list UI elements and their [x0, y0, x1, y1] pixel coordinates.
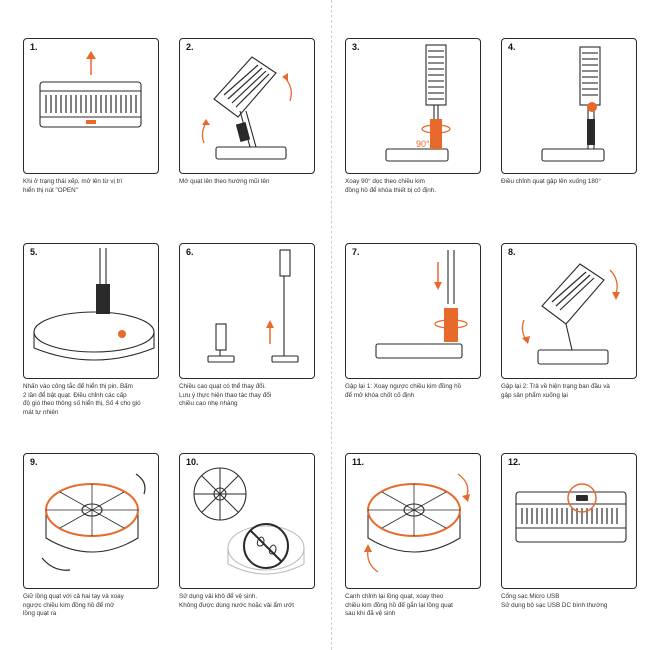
step-1: 1.	[23, 38, 161, 195]
fold-down-drawing	[521, 263, 620, 365]
angle-label: 90°	[416, 139, 430, 149]
step-7-caption: Gập lại 1: Xoay ngược chiều kim đồng hồ …	[345, 383, 462, 399]
step-11-illustration: 11.	[345, 453, 481, 589]
tilt-fan-drawing	[541, 46, 605, 162]
arrow-up-icon	[86, 51, 96, 75]
arrow-up-icon	[266, 320, 274, 344]
rotate-arrow-icon	[41, 473, 146, 571]
step-6: 6. Chiều cao quạt có thể thay đổi. Lưu ý…	[179, 243, 317, 409]
step-11-caption: Canh chỉnh lại lồng quạt, xoay theo chiề…	[345, 593, 453, 617]
rotate-arrow-icon	[421, 124, 451, 134]
step-9: 9. Giữ lồng quạt với cả hai tay và xoay …	[23, 453, 161, 619]
step-10-caption: Sử dụng vải khô để vệ sinh. Không được d…	[179, 593, 294, 609]
step-6-illustration: 6.	[179, 243, 315, 379]
reattach-cage-drawing	[364, 473, 470, 573]
power-switch-marker	[118, 330, 126, 338]
step-3-illustration: 3. 90°	[345, 38, 481, 174]
step-5-illustration: 5.	[23, 243, 159, 379]
rotate-arrow-icon	[434, 319, 468, 329]
step-2-caption: Mở quạt lên theo hướng mũi tên	[179, 178, 270, 185]
charging-port-icon	[567, 483, 597, 513]
step-3: 3. 90° Xoay 90° dọc theo chiều kim đồng …	[345, 38, 483, 195]
step-1-illustration: 1.	[23, 38, 159, 174]
no-water-icon	[243, 523, 289, 569]
step-5: 5. Nhấn vào công tắc để hiển thị pin. Bấ…	[23, 243, 161, 417]
step-9-caption: Giữ lồng quạt với cả hai tay và xoay ngư…	[23, 593, 124, 617]
usb-port-drawing	[515, 483, 627, 543]
unlock-drawing	[375, 250, 468, 359]
step-4-caption: Điều chỉnh quạt gập lên xuống 180°	[501, 178, 601, 185]
step-2-illustration: 2.	[179, 38, 315, 174]
cleaning-drawing	[193, 467, 305, 575]
open-cage-drawing	[41, 473, 146, 571]
step-12-caption: Cổng sạc Micro USB Sử dụng bộ sạc USB DC…	[501, 593, 608, 609]
unfolding-fan-drawing	[201, 56, 292, 160]
open-button-marker	[86, 120, 96, 124]
step-2: 2. Mở quạt lên theo hướng mũi tên	[179, 38, 317, 187]
step-5-caption: Nhấn vào công tắc để hiển thị pin. Bấm 2…	[23, 383, 141, 416]
step-3-caption: Xoay 90° dọc theo chiều kim đồng hồ để k…	[345, 178, 437, 194]
step-11: 11. Canh chỉnh lại lồng quạt, xoay theo …	[345, 453, 483, 619]
step-7: 7. Gập lại 1: Xoay ngược chiều kim đồng …	[345, 243, 483, 400]
height-adjust-drawing	[207, 249, 299, 363]
step-8-illustration: 8.	[501, 243, 637, 379]
step-4: 4. Điều chỉnh quạt gập lên xuống 180°	[501, 38, 639, 187]
step-number: 1.	[30, 42, 38, 52]
step-8-caption: Gập lại 2: Trả về hiện trạng ban đầu và …	[501, 383, 610, 399]
step-12-illustration: 12.	[501, 453, 637, 589]
power-switch-drawing	[33, 248, 155, 361]
step-4-illustration: 4.	[501, 38, 637, 174]
step-9-illustration: 9.	[23, 453, 159, 589]
step-6-caption: Chiều cao quạt có thể thay đổi. Lưu ý th…	[179, 383, 272, 407]
step-8: 8. Gập lại 2: Trả về hiện trạng ban đầu …	[501, 243, 639, 400]
rotate-lock-drawing: 90°	[385, 44, 451, 162]
step-10: 10. Sử dụng vải khô để vệ sinh.	[179, 453, 317, 610]
hinge-marker	[587, 102, 597, 112]
step-1-caption: Khi ở trạng thái xếp, mở lên từ vị trí h…	[23, 178, 123, 194]
step-12: 12.	[501, 453, 639, 610]
folded-fan-drawing	[39, 51, 142, 128]
column-divider	[331, 0, 332, 650]
step-7-illustration: 7.	[345, 243, 481, 379]
step-10-illustration: 10.	[179, 453, 315, 589]
